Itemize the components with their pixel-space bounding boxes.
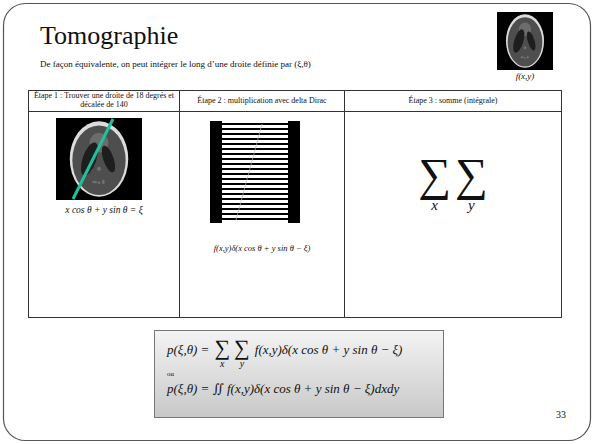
formula-box: p(ξ,θ) =∑x∑yf(x,y)δ(x cos θ + y sin θ − …: [154, 330, 444, 418]
table-header-cell: Étape 3 : somme (intégrale): [345, 90, 562, 112]
formula-connector: ou: [167, 370, 431, 378]
formula-text: p(ξ,θ) =: [167, 342, 209, 358]
table-cell: f(x,y)δ(x cos θ + y sin θ − ξ): [180, 112, 345, 318]
sum-index: x: [220, 359, 224, 369]
step-heading: Étape 3 : somme (intégrale): [409, 97, 498, 106]
sum-symbol: ∑: [214, 337, 230, 359]
sum-row: ∑x∑y: [345, 152, 561, 213]
faint-line: [236, 124, 262, 220]
sum-stack: ∑x: [214, 337, 230, 369]
sum-index: y: [468, 198, 475, 213]
sum-index: x: [431, 198, 438, 213]
equation-label: f(x,y)δ(x cos θ + y sin θ − ξ): [182, 243, 342, 253]
step-heading: Étape 2 : multiplication avec delta Dira…: [197, 97, 326, 106]
image-caption: f(x,y): [490, 71, 560, 82]
dirac-stripes: [210, 121, 300, 223]
sum-stack: ∑x: [418, 152, 451, 213]
projection-line: [73, 119, 113, 199]
page-number: 33: [530, 409, 566, 421]
sum-stack: ∑y: [234, 337, 250, 369]
sum-symbol: ∑: [418, 152, 451, 198]
step-heading: Étape 1 : Trouver une droite de 18 degré…: [33, 92, 175, 110]
equation-label: x cos θ + y sin θ = ξ: [31, 205, 177, 216]
sum-symbol: ∑: [455, 152, 488, 198]
table-header-cell: Étape 2 : multiplication avec delta Dira…: [180, 90, 345, 112]
phantom-thumbnail: [497, 12, 553, 70]
sum-symbol: ∑: [234, 337, 250, 359]
table-cell: x cos θ + y sin θ = ξ: [28, 112, 180, 318]
sum-stack: ∑y: [455, 152, 488, 213]
table-header-cell: Étape 1 : Trouver une droite de 18 degré…: [28, 90, 180, 112]
sum-index: y: [240, 359, 244, 369]
slide-title: Tomographie: [40, 22, 178, 51]
stripe-edge: [288, 121, 300, 223]
phantom-step1: [56, 118, 142, 200]
formula-text: p(ξ,θ) = ∬ f(x,y)δ(x cos θ + y sin θ − ξ…: [167, 381, 431, 398]
formula-row: p(ξ,θ) =∑x∑yf(x,y)δ(x cos θ + y sin θ − …: [167, 337, 431, 369]
slide-frame: [4, 4, 591, 441]
stripe-edge: [210, 121, 222, 223]
slide-subtitle: De façon équivalente, on peut intégrer l…: [40, 59, 480, 70]
formula-text: f(x,y)δ(x cos θ + y sin θ − ξ): [255, 342, 403, 358]
table-cell: ∑x∑y: [345, 112, 562, 318]
